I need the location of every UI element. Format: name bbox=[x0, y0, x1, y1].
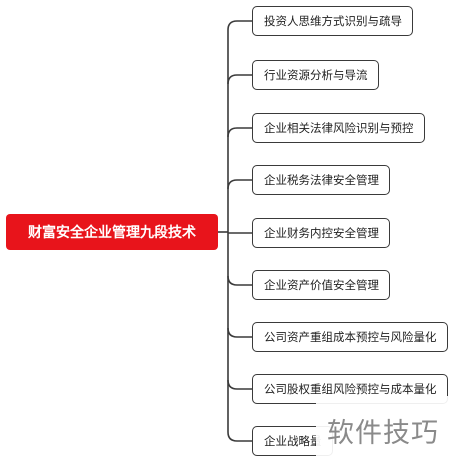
branch-node-2[interactable]: 行业资源分析与导流 bbox=[252, 60, 379, 90]
branch-connector-9 bbox=[227, 431, 252, 442]
branch-node-6[interactable]: 企业资产价值安全管理 bbox=[252, 270, 390, 300]
branch-connector-8 bbox=[227, 379, 252, 390]
branch-node-label: 公司资产重组成本预控与风险量化 bbox=[264, 330, 437, 344]
branch-node-label: 企业资产价值安全管理 bbox=[264, 278, 379, 292]
branch-node-label: 企业相关法律风险识别与预控 bbox=[264, 121, 414, 135]
branch-connector-1 bbox=[227, 20, 252, 31]
branch-node-label: 行业资源分析与导流 bbox=[264, 68, 368, 82]
branch-node-7[interactable]: 公司资产重组成本预控与风险量化 bbox=[252, 322, 448, 352]
root-node-label: 财富安全企业管理九段技术 bbox=[28, 225, 196, 241]
watermark-text: 软件技巧 bbox=[327, 417, 439, 449]
branch-connector-2 bbox=[227, 74, 252, 85]
branch-node-label: 企业财务内控安全管理 bbox=[264, 226, 379, 240]
branch-node-1[interactable]: 投资人思维方式识别与疏导 bbox=[252, 6, 413, 36]
branch-node-label: 公司股权重组风险预控与成本量化 bbox=[264, 382, 437, 396]
branch-connector-3 bbox=[227, 127, 252, 138]
branch-connector-6 bbox=[227, 275, 252, 286]
branch-connector-7 bbox=[227, 327, 252, 338]
branch-node-4[interactable]: 企业税务法律安全管理 bbox=[252, 165, 390, 195]
branch-node-label: 投资人思维方式识别与疏导 bbox=[264, 14, 402, 28]
branch-node-3[interactable]: 企业相关法律风险识别与预控 bbox=[252, 113, 425, 143]
branch-node-label: 企业战略量 bbox=[264, 434, 322, 448]
branch-connector-4 bbox=[227, 179, 252, 190]
branch-node-5[interactable]: 企业财务内控安全管理 bbox=[252, 218, 390, 248]
watermark: 软件技巧 bbox=[316, 396, 450, 464]
branch-node-label: 企业税务法律安全管理 bbox=[264, 173, 379, 187]
root-node[interactable]: 财富安全企业管理九段技术 bbox=[6, 214, 218, 250]
